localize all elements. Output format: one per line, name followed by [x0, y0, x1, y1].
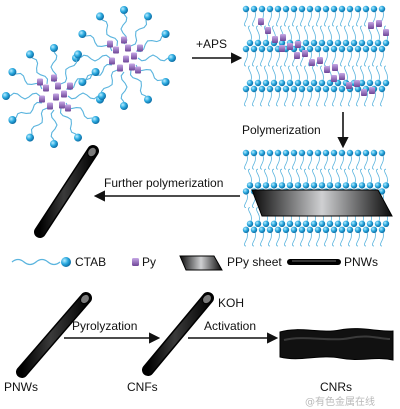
py-molecule: [137, 44, 143, 52]
py-molecule: [43, 84, 49, 92]
label-aps: +APS: [196, 37, 227, 51]
py-molecule: [368, 22, 374, 29]
py-molecule: [295, 41, 301, 48]
py-molecule: [361, 89, 367, 96]
py-molecule: [339, 73, 345, 80]
py-molecule: [354, 80, 360, 87]
py-molecule: [135, 66, 141, 74]
py-molecule: [309, 59, 315, 66]
product-cnrs-label: CNRs: [320, 380, 352, 394]
bilayer-stack-top: [242, 5, 390, 107]
py-molecule: [55, 82, 61, 90]
py-molecule: [61, 90, 67, 98]
legend: CTAB Py PPy sheet PNWs: [11, 255, 378, 271]
label-activation: Activation: [204, 319, 256, 333]
py-molecule: [67, 82, 73, 90]
product-cnfs-label: CNFs: [127, 380, 158, 394]
watermark: @有色金属在线: [305, 395, 375, 408]
py-molecule: [331, 75, 337, 82]
py-molecule: [107, 40, 113, 48]
py-molecule: [59, 101, 65, 109]
legend-ctab-label: CTAB: [75, 255, 106, 269]
product-pnws-label: PNWs: [4, 380, 38, 394]
cnr-ribbon-shine: [283, 335, 391, 341]
py-molecule: [369, 87, 375, 94]
py-molecule: [272, 36, 278, 43]
py-molecule: [332, 64, 338, 71]
py-molecule: [129, 63, 135, 71]
legend-ctab-head: [61, 257, 71, 267]
py-molecule: [287, 43, 293, 50]
py-molecule: [125, 44, 131, 52]
py-molecule: [302, 50, 308, 57]
py-molecule: [65, 104, 71, 112]
py-molecule: [279, 45, 285, 52]
label-polymerization: Polymerization: [242, 123, 321, 137]
py-molecule: [258, 18, 264, 25]
py-molecule: [37, 78, 43, 86]
micelle: [2, 44, 106, 148]
py-molecule: [131, 52, 137, 60]
legend-ppy-sheet-icon: [179, 255, 223, 271]
py-molecule: [123, 55, 129, 63]
py-molecule: [317, 57, 323, 64]
label-pyrolyzation: Pyrolyzation: [72, 319, 137, 333]
py-molecule: [121, 36, 127, 44]
py-molecule: [117, 64, 123, 72]
legend-ctab-tail: [11, 258, 61, 266]
legend-ppy-sheet-label: PPy sheet: [227, 255, 282, 269]
py-molecule: [280, 34, 286, 41]
py-molecule: [265, 27, 271, 34]
pnw-rod-upper: [34, 145, 99, 238]
legend-py-label: Py: [142, 255, 156, 269]
legend-pnws-label: PNWs: [344, 255, 378, 269]
py-molecule: [39, 95, 45, 103]
py-molecule: [109, 57, 115, 65]
cnr-ribbon: [279, 328, 394, 361]
py-molecule: [324, 66, 330, 73]
label-further-polymerization: Further polymerization: [104, 176, 223, 190]
label-koh: KOH: [218, 296, 244, 310]
py-molecule: [294, 52, 300, 59]
ppy-sheet-in-stack: [251, 189, 393, 217]
py-molecule: [113, 46, 119, 54]
py-molecule: [51, 74, 57, 82]
micelle: [72, 6, 176, 110]
pnw-rod-bottom: [16, 292, 92, 378]
micelle-cluster: [2, 6, 176, 148]
py-molecule: [346, 82, 352, 89]
cnf-rod: [142, 292, 214, 376]
py-molecule: [53, 93, 59, 101]
py-molecule: [376, 20, 382, 27]
legend-py-icon: [132, 258, 139, 266]
py-molecule: [47, 102, 53, 110]
py-molecule: [383, 29, 389, 36]
